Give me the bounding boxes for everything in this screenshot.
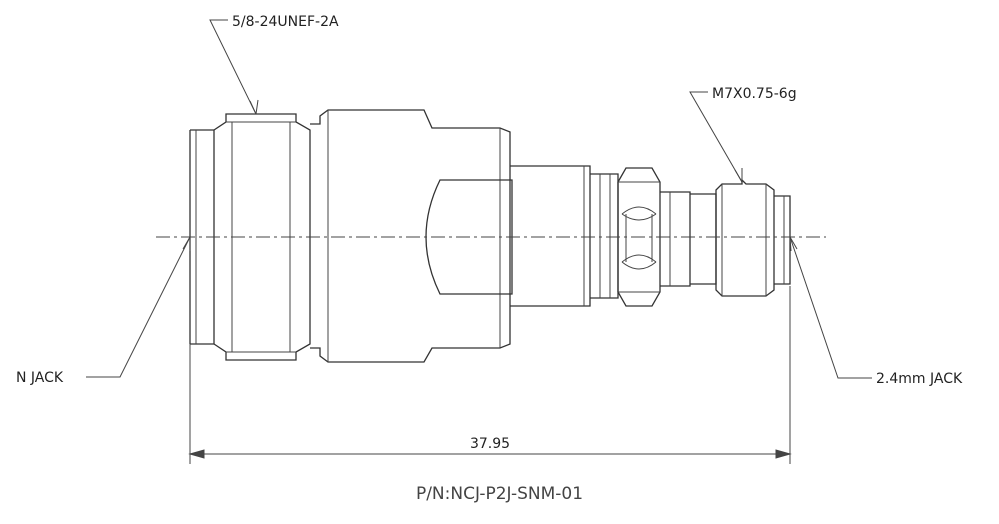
thread-large-leader (209, 19, 259, 115)
thread-small-leader (689, 91, 743, 183)
thread-small-label: M7X0.75-6g (712, 86, 797, 102)
jack-24mm-leader (789, 236, 872, 379)
length-value: 37.95 (470, 436, 510, 452)
length-dimension (188, 286, 792, 464)
n-jack-leader (86, 236, 191, 378)
main-body (310, 109, 513, 363)
hex-nut (617, 167, 661, 307)
part-number: P/N:NCJ-P2J-SNM-01 (415, 484, 584, 504)
n-jack-label: N JACK (16, 370, 64, 386)
thread-large-label: 5/8-24UNEF-2A (232, 14, 339, 30)
small-connector (660, 178, 791, 297)
jack-24mm-label: 2.4mm JACK (876, 371, 963, 387)
transition-sleeve (510, 165, 619, 307)
